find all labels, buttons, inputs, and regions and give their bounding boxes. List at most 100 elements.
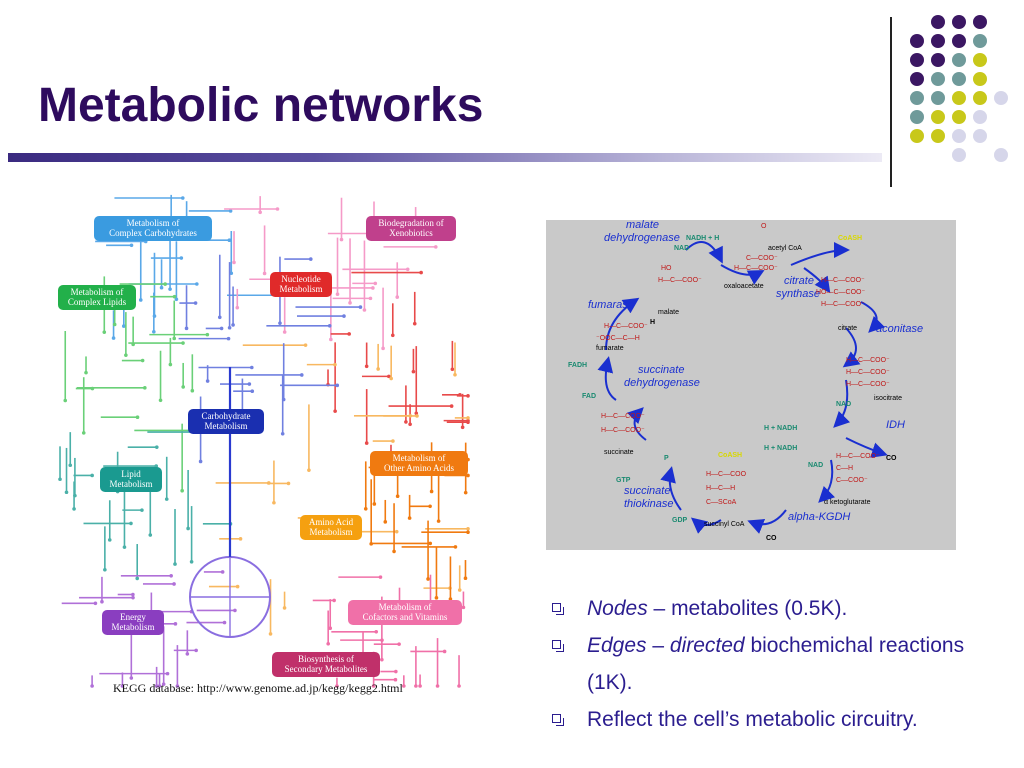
metabolite-node (164, 497, 169, 501)
decorative-dot (931, 91, 945, 105)
metabolite-node (190, 388, 195, 393)
decorative-dot (910, 53, 924, 67)
chemical-structure: H—C—COO⁻ (836, 453, 880, 460)
metabolite-node (157, 684, 162, 688)
pathway-label-text: Metabolism (310, 527, 353, 537)
metabolite-node (140, 358, 145, 363)
metabolite-node (286, 481, 291, 486)
chemical-structure: H—C—COO⁻ (734, 265, 778, 272)
pathway-label-text: Carbohydrate (202, 411, 251, 421)
decorative-dot (952, 34, 966, 48)
metabolite-node (219, 326, 224, 331)
pathway-label-box (58, 285, 136, 310)
metabolite-node (217, 315, 222, 320)
tca-label: NADH + H (686, 235, 719, 242)
metabolite-node (433, 245, 438, 249)
metabolite-node (235, 305, 240, 310)
decorative-dot (973, 129, 987, 143)
metabolite-node (394, 669, 398, 674)
pathway-label-box (94, 216, 212, 241)
decorative-dot (910, 34, 924, 48)
pathway-label-text: Metabolism (205, 421, 248, 431)
metabolite-node (154, 445, 159, 449)
metabolite-node (112, 322, 117, 327)
metabolite-node (120, 684, 125, 688)
pathway-label-text: Secondary Metabolites (285, 664, 368, 674)
tca-label: P (664, 455, 669, 462)
metabolite-node (93, 601, 98, 606)
metabolite-node (189, 559, 194, 564)
metabolite-node (124, 353, 128, 357)
tca-label: H + NADH (764, 425, 797, 432)
metabolite-node (174, 297, 179, 302)
metabolite-node (129, 676, 134, 680)
tca-label: α ketoglutarate (824, 499, 871, 506)
metabolite-node (391, 439, 395, 443)
metabolite-node (434, 596, 439, 600)
metabolite-node (458, 393, 462, 397)
pathway-label-box (102, 610, 164, 635)
decorative-dot (931, 110, 945, 124)
pathway-label-box (300, 515, 362, 540)
metabolite-node (275, 207, 280, 211)
metabolite-node (247, 382, 252, 386)
metabolite-node (107, 538, 112, 542)
tca-label: malate (626, 220, 659, 231)
metabolite-node (342, 314, 346, 318)
metabolite-node (364, 441, 369, 445)
metabolite-node (280, 431, 285, 436)
metabolite-node (450, 367, 455, 372)
tca-label: fumarase (588, 299, 634, 311)
metabolite-node (129, 243, 134, 248)
decorative-dot (910, 72, 924, 86)
metabolite-node (180, 488, 184, 493)
metabolite-node (372, 502, 377, 506)
metabolite-node (268, 632, 273, 636)
pathway-label-text: Lipid (121, 469, 141, 479)
decorative-dot (952, 110, 966, 124)
metabolite-node (411, 369, 416, 374)
slide-title: Metabolic networks (38, 79, 484, 132)
metabolite-node (90, 684, 94, 688)
pathway-label-text: Cofactors and Vitamins (363, 612, 448, 622)
metabolite-node (426, 577, 430, 581)
metabolite-node (249, 365, 254, 370)
tca-cycle-diagram: malatedehydrogenasecitratesynthaseaconit… (546, 220, 956, 550)
chemical-structure: H—C—COO⁻ (846, 369, 890, 376)
pathway-label-box (270, 272, 332, 297)
metabolite-node (387, 374, 391, 379)
chemical-structure: H—C—COO⁻ (658, 277, 702, 284)
metabolite-node (364, 364, 369, 369)
pathway-label-text: Metabolism of (71, 287, 124, 297)
metabolite-node (466, 420, 470, 425)
metabolite-node (328, 626, 333, 631)
metabolite-node (111, 336, 116, 340)
metabolite-node (448, 597, 453, 601)
metabolite-node (161, 682, 166, 686)
tca-label: succinate (624, 485, 670, 497)
metabolite-node (369, 542, 373, 546)
pathway-label-text: Metabolism (112, 622, 155, 632)
metabolite-node (371, 286, 375, 290)
metabolite-node (374, 629, 379, 634)
metabolite-node (121, 324, 126, 328)
pathway-label-text: Xenobiotics (389, 228, 433, 238)
metabolite-node (179, 256, 184, 260)
decorative-dot (931, 72, 945, 86)
metabolite-node (378, 575, 383, 579)
metabolite-node (428, 504, 432, 509)
metabolite-node (395, 295, 400, 299)
metabolite-node (307, 468, 311, 472)
pathway-label-text: Amino Acid (309, 517, 354, 527)
chemical-structure: H—C—COO⁻ (846, 381, 890, 388)
metabolite-node (405, 267, 410, 272)
metabolite-node (358, 305, 363, 309)
chemical-structure: ⁻OOC—C—H (596, 335, 640, 342)
metabolite-node (152, 329, 156, 334)
metabolite-node (407, 516, 412, 520)
decorative-dot (952, 15, 966, 29)
metabolite-node (232, 260, 236, 265)
metabolite-node (122, 545, 127, 549)
decorative-dot (973, 91, 987, 105)
